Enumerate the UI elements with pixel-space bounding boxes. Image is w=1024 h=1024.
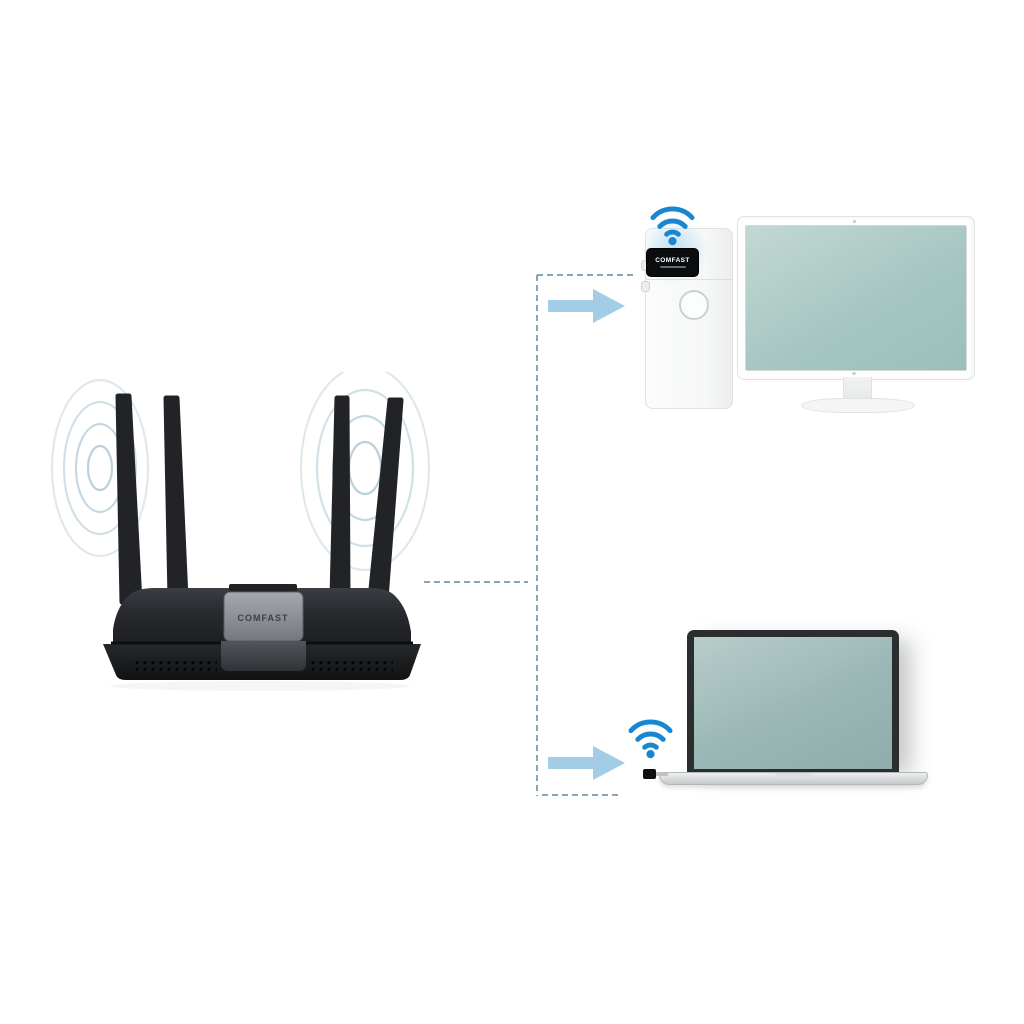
monitor [737,216,975,380]
usb-wifi-adapter-pc: COMFAST [646,248,699,277]
router-vents-left [133,657,217,671]
router-brand-label: COMFAST [238,613,289,623]
arrow-to-laptop [548,746,625,780]
dashed-line-vertical [536,275,538,796]
wifi-signal-icon-pc [649,201,696,246]
wifi-signal-icon-laptop [627,714,674,759]
router-front-step [221,641,306,671]
monitor-screen [745,225,967,371]
antenna-1 [115,393,143,605]
monitor-stand-base [801,398,915,413]
usb-wifi-adapter-laptop [643,769,656,779]
adapter-brand-label: COMFAST [655,257,690,264]
wifi-router: COMFAST [50,372,431,691]
dashed-line-from-router [424,581,528,583]
router-antennas [115,393,404,605]
dashed-line-to-laptop [542,794,622,796]
laptop-screen [694,637,892,769]
laptop-usb-connector [655,772,668,776]
monitor-logo-dot [852,372,856,375]
monitor-camera-dot [853,220,856,223]
router-vents-right [307,657,393,671]
antenna-4 [367,397,404,602]
laptop-base [659,772,928,785]
tower-port-nub-2 [641,281,650,292]
router-shadow [110,681,410,691]
dashed-line-to-pc [537,274,634,276]
laptop-lid [687,630,899,773]
laptop-lid-notch [774,773,813,777]
tower-power-button [679,290,709,320]
signal-ripples-right [299,372,431,572]
antenna-2 [163,395,189,602]
adapter-subline [659,266,686,268]
signal-ripples-left [50,378,150,558]
arrow-to-pc [548,289,625,323]
antenna-3 [329,395,351,600]
